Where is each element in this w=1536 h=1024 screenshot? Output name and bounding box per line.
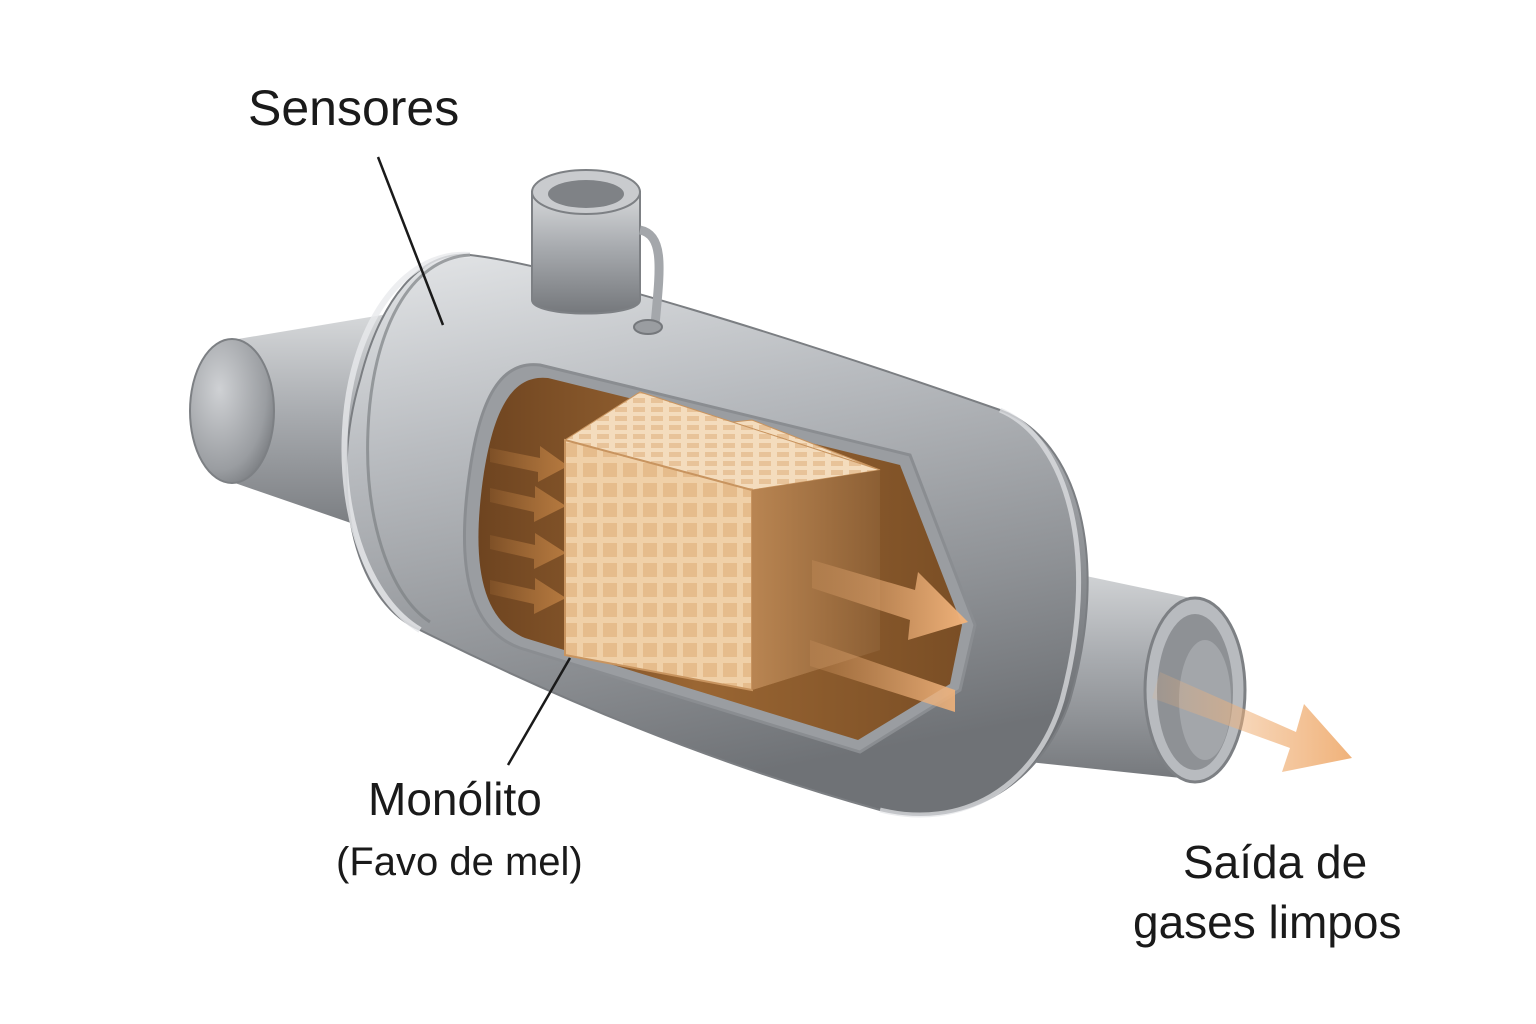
arrow-right-icon: [810, 640, 955, 712]
arrow-right-icon: [490, 446, 568, 482]
label-monolith-subtitle: (Favo de mel): [336, 840, 583, 884]
arrow-right-icon: [1152, 672, 1352, 772]
label-monolith: Monólito: [368, 773, 542, 825]
sensor-port: [531, 169, 664, 335]
outflow-arrows: [810, 560, 968, 712]
arrow-right-icon: [812, 560, 968, 640]
inflow-arrows: [490, 446, 568, 614]
arrow-right-icon: [490, 578, 566, 614]
sensors-leader-line: [376, 156, 445, 326]
arrow-right-icon: [490, 533, 566, 569]
monolith-leader-line: [506, 657, 572, 766]
label-outlet-line1: Saída de: [1183, 836, 1367, 888]
label-sensors: Sensores: [248, 80, 459, 136]
label-outlet-line2: gases limpos: [1133, 896, 1401, 948]
exit-arrow: [1152, 672, 1352, 772]
honeycomb-monolith: [563, 391, 881, 692]
arrow-right-icon: [490, 486, 566, 522]
